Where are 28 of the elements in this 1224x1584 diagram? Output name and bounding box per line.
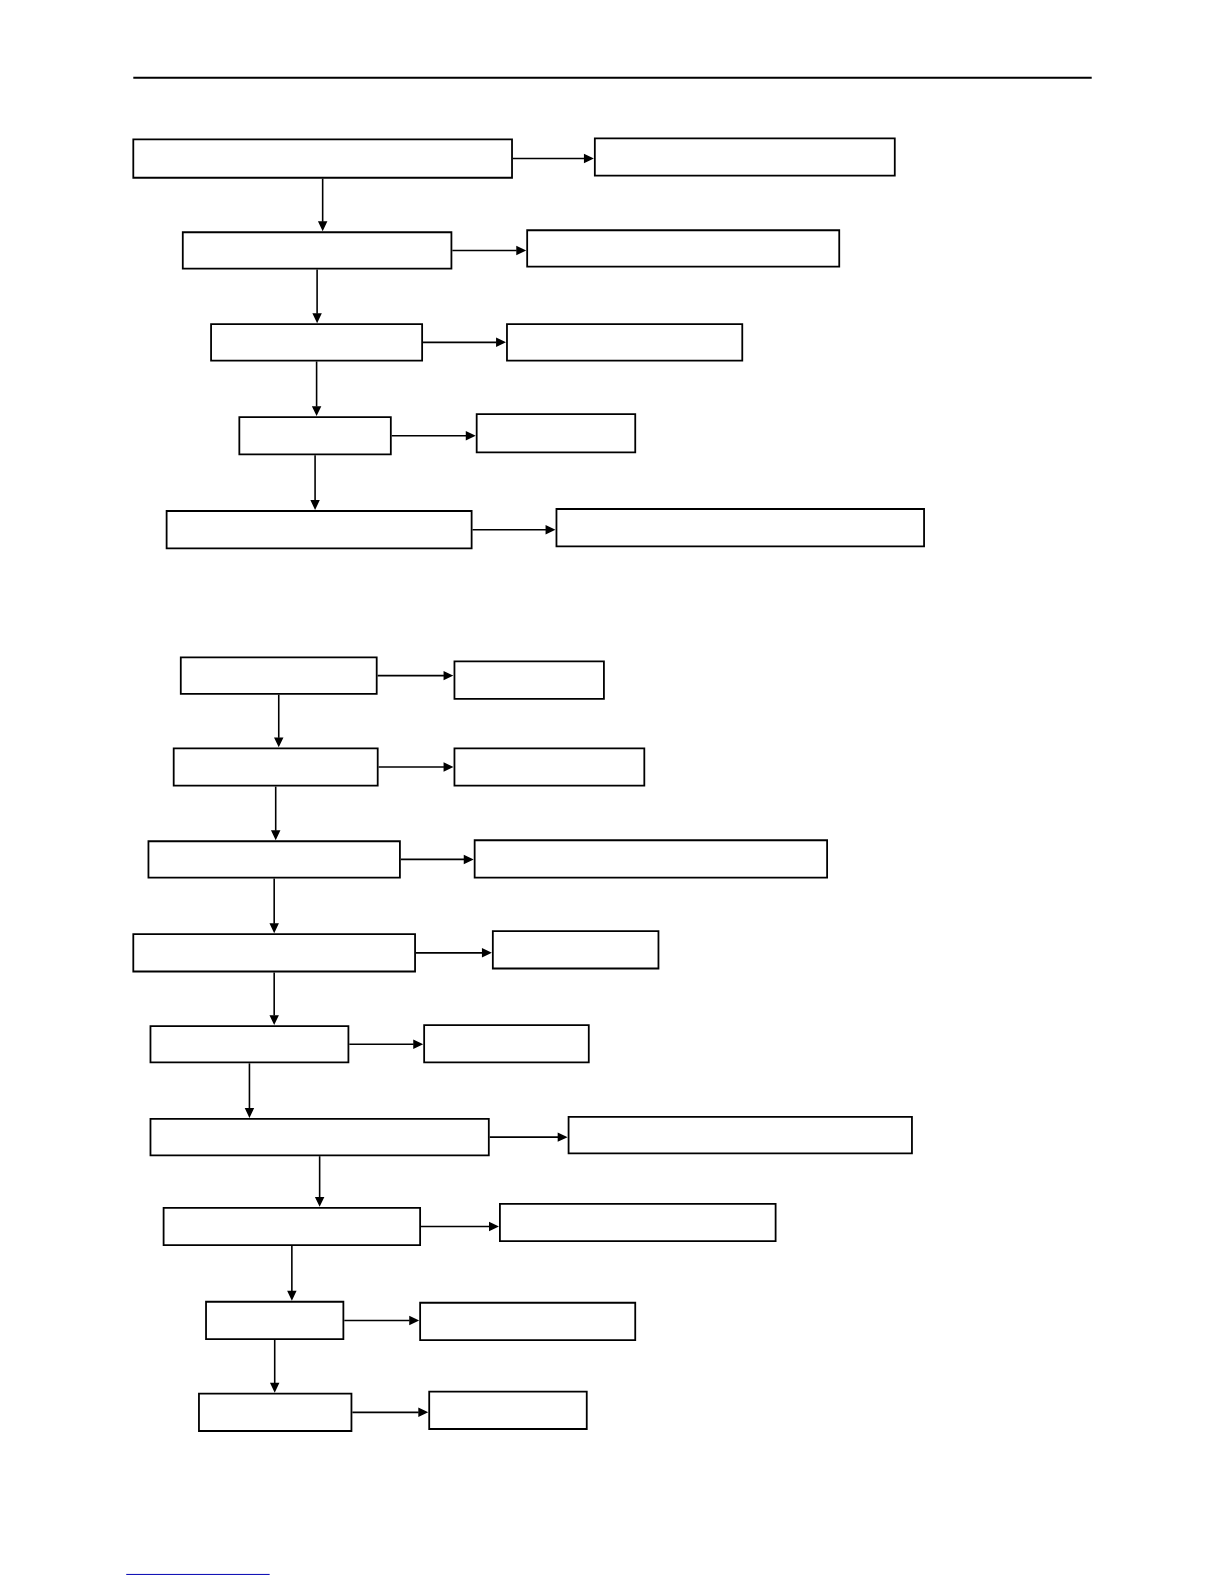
process-box xyxy=(181,231,453,270)
process-box xyxy=(428,1390,588,1430)
process-box xyxy=(132,138,513,179)
process-box xyxy=(210,323,424,362)
process-box xyxy=(198,1392,353,1432)
process-box xyxy=(526,229,841,268)
process-box xyxy=(567,1116,913,1155)
process-box xyxy=(555,508,925,548)
process-box xyxy=(172,747,379,787)
process-box xyxy=(453,660,605,700)
process-box xyxy=(491,930,660,970)
process-box xyxy=(165,510,473,550)
process-box xyxy=(205,1300,345,1340)
process-box xyxy=(423,1024,590,1064)
process-box xyxy=(162,1206,422,1247)
process-box xyxy=(149,1025,350,1064)
process-box xyxy=(419,1301,637,1342)
process-box xyxy=(453,747,646,787)
process-box xyxy=(473,839,828,879)
process-box xyxy=(475,413,637,454)
process-box xyxy=(147,840,401,879)
process-box xyxy=(179,656,378,695)
process-box xyxy=(593,137,896,177)
process-box xyxy=(506,323,744,362)
process-box xyxy=(238,416,392,456)
process-box xyxy=(149,1118,490,1157)
process-box xyxy=(132,933,416,973)
process-box xyxy=(499,1202,777,1243)
